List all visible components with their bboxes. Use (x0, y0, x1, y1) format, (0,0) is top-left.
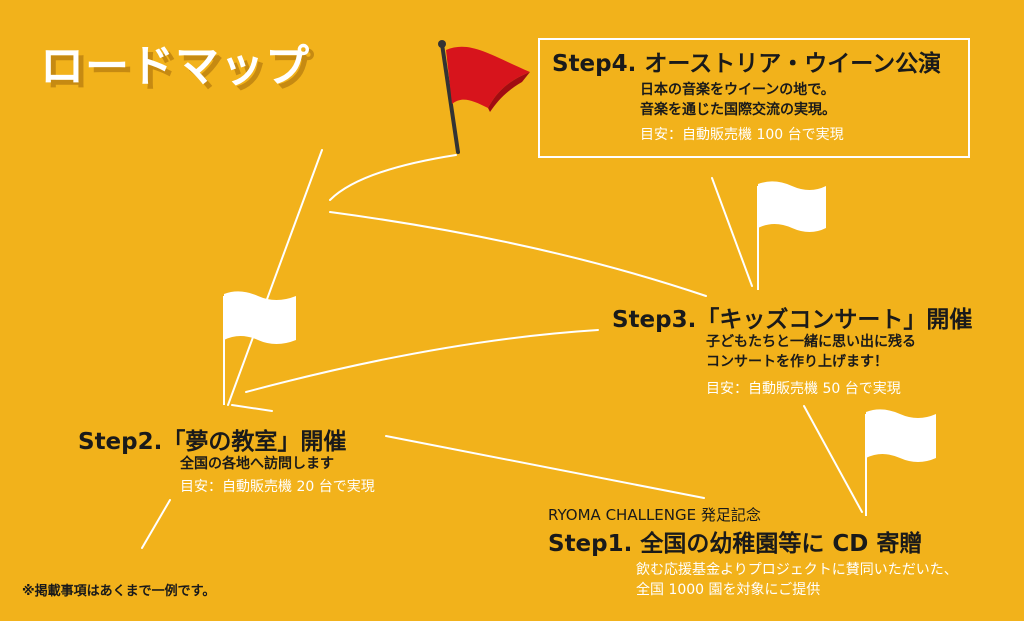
path-line (231, 404, 273, 412)
step3-desc-line: コンサートを作り上げます！ (706, 354, 888, 370)
path-line (227, 149, 323, 406)
step2-target: 目安：自動販売機 20 台で実現 (180, 479, 375, 495)
step3-desc-line: 子どもたちと一緒に思い出に残る (706, 334, 916, 350)
step2-title: Step2.「夢の教室」開催 (78, 429, 347, 455)
step4-box (538, 38, 970, 158)
step1-description: 飲む応援基金よりプロジェクトに賛同いただいた、 全国 1000 園を対象にご提供 (636, 560, 958, 600)
step2-desc-line: 全国の各地へ訪問します (180, 456, 334, 472)
step3-description: 子どもたちと一緒に思い出に残る コンサートを作り上げます！ (706, 332, 916, 372)
step4-title: Step4. オーストリア・ウイーン公演 (552, 51, 942, 77)
page-title: ロードマップ (40, 41, 310, 92)
path-line (141, 499, 171, 549)
step1-subtitle: RYOMA CHALLENGE 発足記念 (548, 506, 761, 524)
step1-title: Step1. 全国の幼稚園等に CD 寄贈 (548, 531, 923, 557)
flag-icon (757, 181, 826, 290)
step4-description: 日本の音楽をウイーンの地で。 音楽を通じた国際交流の実現。 (640, 80, 836, 120)
path-line (329, 211, 707, 297)
step3-title: Step3.「キッズコンサート」開催 (612, 307, 973, 333)
step1-desc-line: 全国 1000 園を対象にご提供 (636, 582, 821, 598)
flag-icon (865, 409, 936, 516)
step4-target: 目安：自動販売機 100 台で実現 (640, 127, 844, 143)
path-line (711, 177, 753, 287)
step4-desc-line: 音楽を通じた国際交流の実現。 (640, 102, 836, 118)
step3-target: 目安：自動販売機 50 台で実現 (706, 381, 901, 397)
disclaimer-note: ※掲載事項はあくまで一例です。 (22, 584, 216, 599)
goal-flag-icon (438, 40, 530, 154)
path-line (385, 435, 705, 499)
flag-icon (223, 291, 296, 405)
path-line (245, 329, 599, 393)
step2-description: 全国の各地へ訪問します (180, 454, 334, 474)
path-line (803, 405, 863, 513)
step1-desc-line: 飲む応援基金よりプロジェクトに賛同いただいた、 (636, 562, 958, 578)
step4-desc-line: 日本の音楽をウイーンの地で。 (640, 82, 835, 98)
path-line (329, 154, 457, 201)
